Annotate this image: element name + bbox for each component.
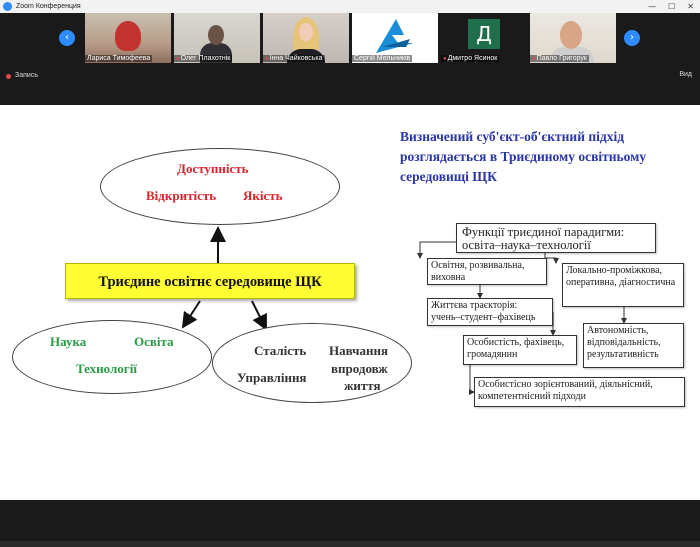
mic-muted-icon: ● <box>176 56 180 62</box>
recording-label[interactable]: Запись <box>15 72 38 79</box>
recording-icon <box>6 74 11 79</box>
participant-name: Лариса Тимофеева <box>85 55 153 62</box>
participant-name: Сергій Мельників <box>352 55 413 62</box>
participant-tile[interactable]: ●Інна Чайковська <box>263 13 349 63</box>
meeting-bottom-toolbar <box>0 500 700 547</box>
label-learning: Навчання <box>329 343 388 358</box>
ellipse-quality <box>100 148 340 225</box>
participant-avatar: Д <box>468 19 500 49</box>
close-icon[interactable]: ✕ <box>687 2 694 11</box>
diagram-arrows <box>181 226 627 395</box>
label-sustainability: Сталість <box>254 343 307 358</box>
label-throughout: впродовж <box>331 361 388 376</box>
gallery-next-button[interactable]: › <box>624 30 640 46</box>
participant-tile[interactable]: Д ●Дмитро Ясинок <box>441 13 527 63</box>
paradigm-functions-box: Функції триєдиної парадигми: освіта–наук… <box>456 223 656 253</box>
zoom-app-icon <box>3 2 12 11</box>
label-management: Управління <box>237 370 307 385</box>
participant-video <box>208 25 224 45</box>
shared-screen-slide: Визначений суб'єкт-об'єктний підхід розг… <box>0 105 700 500</box>
diagram-box-personality: Особистість, фахівець, громадянин <box>463 335 577 365</box>
participant-gallery: ‹ Лариса Тимофеева ●Олег Плахотнік ●Інна… <box>0 13 700 65</box>
participant-name: ●Дмитро Ясинок <box>441 55 500 62</box>
label-life: життя <box>344 378 381 393</box>
participant-video <box>550 47 594 63</box>
label-science: Наука <box>50 334 87 349</box>
diagram-box-autonomy: Автономність, відповідальність, результа… <box>583 323 684 368</box>
label-openness: Відкритість <box>146 188 217 203</box>
mic-muted-icon: ● <box>443 56 447 62</box>
label-quality: Якість <box>243 188 283 203</box>
window-title: Zoom Конференция <box>16 3 81 10</box>
ellipse-sustainability <box>212 323 412 403</box>
participant-video <box>299 23 313 41</box>
diagram-box-approaches: Особистісно зорієнтований, діяльнісний, … <box>474 377 685 407</box>
center-box: Триєдине освітнє середовище ЩК <box>65 263 355 299</box>
participant-tile[interactable]: ●Олег Плахотнік <box>174 13 260 63</box>
participant-video <box>200 43 232 63</box>
participant-tile[interactable]: Сергій Мельників <box>352 13 438 63</box>
participant-tile[interactable]: Лариса Тимофеева <box>85 13 171 63</box>
label-education: Освіта <box>134 334 174 349</box>
mic-muted-icon: ● <box>532 56 536 62</box>
participant-tile[interactable]: ●Павло Григорук <box>530 13 616 63</box>
maximize-icon[interactable]: ☐ <box>668 2 676 11</box>
minimize-icon[interactable]: — <box>648 2 657 11</box>
label-technology: Технології <box>76 361 137 376</box>
label-accessibility: Доступність <box>177 161 249 176</box>
diagram-box-educational: Освітня, розвивальна, виховна <box>427 258 547 285</box>
participant-video <box>115 21 141 51</box>
taskbar-strip <box>0 541 700 547</box>
diagram-box-local: Локально-проміжкова, оперативна, діагнос… <box>562 263 684 307</box>
window-controls: — ☐ ✕ <box>648 0 694 13</box>
participant-video <box>287 49 325 63</box>
participant-name: ●Інна Чайковська <box>263 55 325 62</box>
gallery-prev-button[interactable]: ‹ <box>59 30 75 46</box>
mic-muted-icon: ● <box>265 56 269 62</box>
participant-logo-icon <box>376 19 414 53</box>
diagram-box-trajectory: Життєва траєкторія: учень–студент–фахіве… <box>427 298 553 326</box>
participant-name: ●Павло Григорук <box>530 55 589 62</box>
window-title-bar: Zoom Конференция — ☐ ✕ <box>0 0 700 13</box>
ellipse-science <box>12 320 212 394</box>
meeting-top-toolbar: Запись Вид <box>0 65 700 105</box>
participant-video <box>560 21 582 49</box>
participant-name: ●Олег Плахотнік <box>174 55 233 62</box>
slide-title: Визначений суб'єкт-об'єктний підхід розг… <box>400 129 647 184</box>
view-button[interactable]: Вид <box>679 71 692 78</box>
